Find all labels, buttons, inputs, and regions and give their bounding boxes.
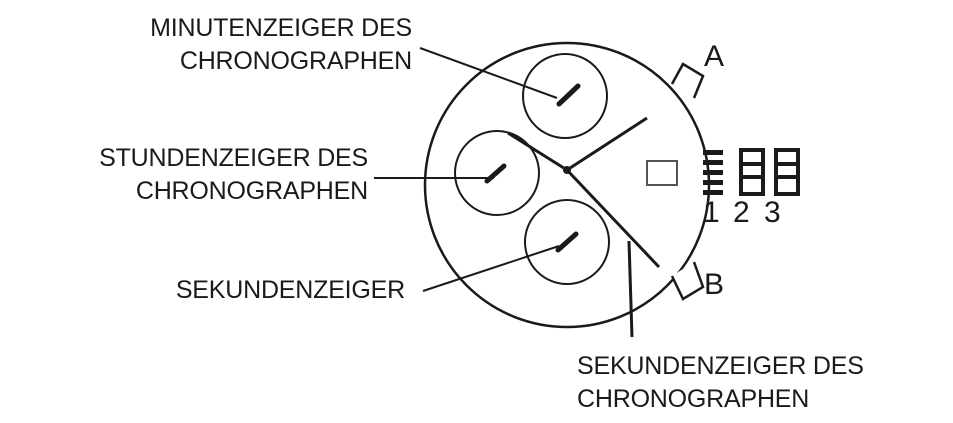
label-hour-line2: CHRONOGRAPHEN — [135, 177, 368, 205]
leader-minute — [419, 47, 558, 99]
crown-position-1-icon — [703, 150, 723, 195]
label-minute-line2: CHRONOGRAPHEN — [179, 47, 412, 75]
pusher-a — [670, 62, 705, 99]
label-chrono-seconds-line1: SEKUNDENZEIGER DES — [577, 352, 864, 380]
label-chrono-seconds: SEKUNDENZEIGER DES CHRONOGRAPHEN — [577, 350, 947, 416]
pusher-b-label: B — [704, 268, 725, 301]
label-seconds: SEKUNDENZEIGER — [60, 274, 405, 307]
pusher-b — [670, 261, 705, 301]
label-seconds-line1: SEKUNDENZEIGER — [175, 276, 405, 304]
center-pivot — [563, 166, 571, 174]
subdial-hour — [454, 130, 540, 216]
crown-position-3-icon — [774, 148, 800, 196]
label-minute-line1: MINUTENZEIGER DES — [150, 14, 412, 42]
date-window — [646, 160, 678, 186]
hour-hand — [507, 131, 568, 172]
subdial-seconds — [524, 199, 610, 285]
subdial-minute — [522, 53, 608, 139]
crown-position-1-label: 1 — [703, 196, 720, 229]
minute-hand — [566, 116, 648, 172]
subdial-seconds-hand — [555, 231, 579, 253]
chrono-second-hand — [565, 168, 661, 269]
crown-position-2-icon — [739, 148, 765, 196]
label-hour-line1: STUNDENZEIGER DES — [99, 144, 368, 172]
crown-position-3-label: 3 — [764, 196, 781, 229]
pusher-a-label: A — [704, 40, 725, 73]
label-chrono-seconds-line2: CHRONOGRAPHEN — [577, 385, 810, 413]
crown-position-2-label: 2 — [733, 196, 750, 229]
leader-chrono-seconds — [627, 240, 634, 338]
label-hour-chrono: STUNDENZEIGER DES CHRONOGRAPHEN — [0, 142, 368, 208]
subdial-minute-hand — [556, 83, 581, 107]
label-minute-chrono: MINUTENZEIGER DES CHRONOGRAPHEN — [50, 12, 412, 78]
leader-seconds — [422, 245, 560, 292]
